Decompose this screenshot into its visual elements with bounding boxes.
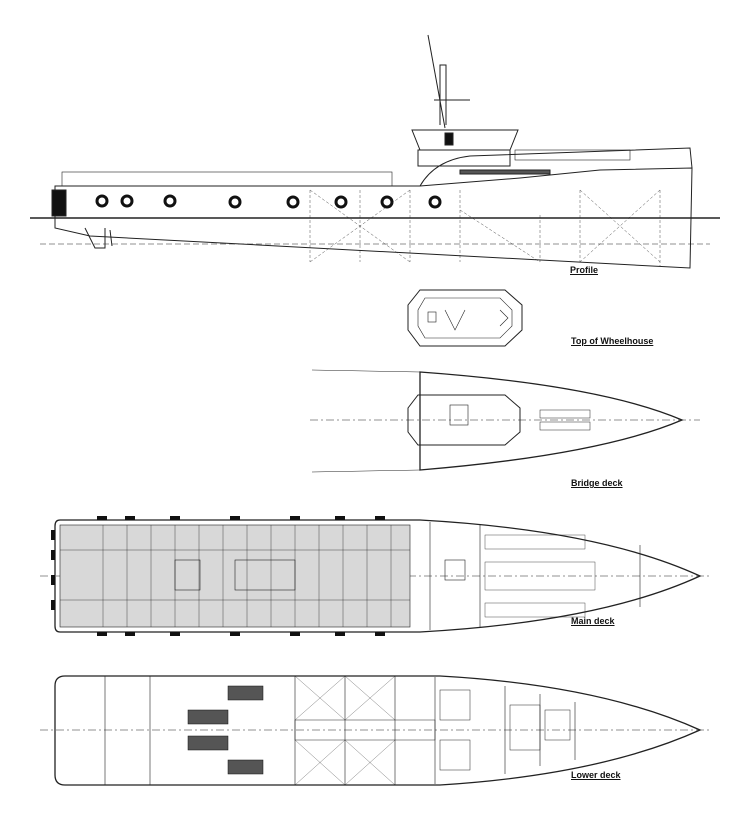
tyre-fender: [163, 194, 177, 208]
tank-boundaries: [309, 189, 661, 266]
engines: [187, 685, 264, 775]
foredeck-rail: [514, 149, 631, 161]
wheelhouse-door: [444, 132, 454, 146]
main-deck-label: Main deck: [571, 616, 615, 626]
deck-rail: [61, 171, 393, 187]
side-windows: [459, 169, 551, 175]
wheelhouse-plan: [407, 394, 521, 446]
tyre-fender: [334, 195, 348, 209]
tyre-fender: [95, 194, 109, 208]
tyre-fenders: [95, 194, 442, 209]
top-of-wheelhouse-label: Top of Wheelhouse: [571, 336, 654, 346]
lower-deck-view: [40, 675, 712, 786]
stern-fender: [51, 189, 67, 217]
tyre-fender: [380, 195, 394, 209]
shaft-tunnel: [294, 719, 436, 741]
tyre-fender: [228, 195, 242, 209]
bridge-deck-outline: [419, 371, 684, 471]
profile-label: Profile: [570, 265, 599, 275]
wheelhouse-windows: [411, 129, 519, 151]
main-deck-view: [40, 516, 712, 636]
tyre-fender: [428, 195, 442, 209]
rudder-propeller: [84, 227, 113, 249]
bridge-deck-label: Bridge deck: [571, 478, 623, 488]
passenger-seats: [484, 534, 596, 618]
fenders: [51, 516, 385, 636]
lower-deck-label: Lower deck: [571, 770, 621, 780]
top-of-wheelhouse-view: [407, 289, 523, 347]
stairs: [449, 404, 469, 426]
lower-deck-outline: [54, 675, 702, 786]
stairs: [444, 559, 466, 581]
bridge-deck-view: [310, 369, 700, 473]
antenna-mast: [427, 34, 446, 129]
profile-view: [30, 34, 720, 269]
cabins: [439, 689, 571, 771]
radar-mast: [439, 64, 447, 125]
wheelhouse-base: [417, 149, 511, 167]
main-deck-outline: [54, 519, 702, 633]
tyre-fender: [120, 194, 134, 208]
tyre-fender: [286, 195, 300, 209]
sheer-line: [55, 147, 693, 187]
foredeck-seats: [539, 409, 591, 431]
